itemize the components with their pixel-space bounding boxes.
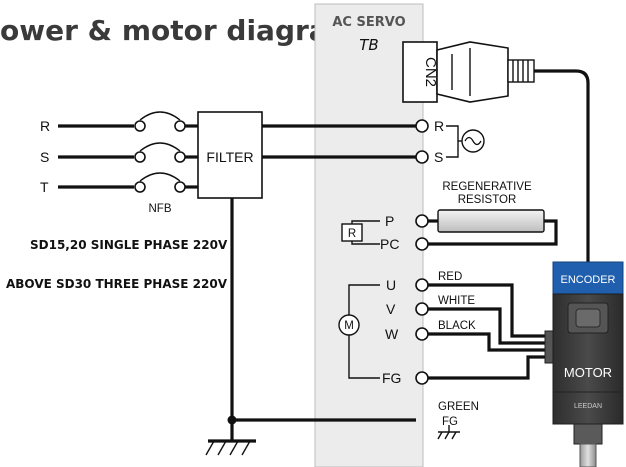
terminal-fg (415, 371, 429, 385)
terminal-s (415, 150, 429, 164)
cn2-connector (402, 41, 438, 103)
servo-model: TB (359, 36, 378, 54)
ground-icon (205, 439, 256, 456)
terminal-u (415, 278, 429, 292)
servo-motor: ENCODER MOTOR LEEDAN (544, 261, 624, 467)
breaker-contacts (58, 111, 198, 193)
wire-w-color: BLACK (438, 320, 476, 332)
input-s-label: S (40, 149, 49, 165)
wire-u (428, 283, 545, 338)
wire-u-color: RED (438, 271, 462, 283)
terminal-block (415, 119, 429, 385)
filter-block (197, 111, 263, 199)
wire-fg (428, 355, 545, 380)
encoder-cap (552, 261, 624, 295)
terminal-v (415, 302, 429, 316)
breaker-label: NFB (149, 203, 172, 215)
terminal-r (415, 119, 429, 133)
ground-wire-color: GREEN (438, 401, 479, 413)
note-three-phase: ABOVE SD30 THREE PHASE 220V (6, 277, 228, 291)
wire-v (428, 307, 545, 345)
ground-terminal-label: FG (442, 416, 458, 428)
terminal-r-label: R (434, 118, 444, 134)
regen-label-line2: RESISTOR (458, 194, 517, 206)
encoder-cable (534, 69, 590, 262)
servo-brand: AC SERVO (332, 15, 405, 30)
terminal-fg-label: FG (382, 370, 401, 386)
terminal-p-label: P (385, 213, 394, 229)
encoder-label: ENCODER (560, 274, 615, 286)
ac-source-icon (446, 125, 485, 158)
regen-resistor (437, 209, 545, 233)
wire-v-color: WHITE (438, 295, 475, 307)
regen-label-line1: REGENERATIVE (442, 181, 532, 193)
motor-brand: LEEDAN (574, 403, 602, 410)
terminal-pc-label: PC (380, 236, 399, 252)
terminal-w-label: W (385, 326, 399, 342)
internal-resistor: R (341, 220, 380, 245)
input-r-label: R (40, 118, 50, 134)
encoder-plug (436, 41, 535, 103)
motor-shaft (579, 443, 597, 467)
cn2-label: CN2 (422, 57, 439, 87)
input-t-label: T (40, 179, 49, 195)
terminal-p (415, 214, 429, 228)
terminal-s-label: S (434, 149, 443, 165)
note-single-phase: SD15,20 SINGLE PHASE 220V (30, 238, 228, 252)
terminal-pc (415, 237, 429, 251)
regen-wire-pc (428, 219, 558, 246)
filter-label: FILTER (206, 149, 253, 165)
page-title: ower & motor diagram (0, 14, 357, 47)
motor-symbol-label: M (344, 320, 354, 332)
terminal-u-label: U (386, 277, 396, 293)
internal-motor-symbol: M (338, 284, 380, 379)
terminal-v-label: V (386, 301, 396, 317)
ground-node (227, 415, 237, 425)
internal-resistor-symbol: R (348, 228, 356, 240)
ground-terminal-icon (437, 425, 460, 440)
terminal-w (415, 327, 429, 341)
wire-w (428, 332, 545, 352)
motor-label: MOTOR (564, 365, 612, 380)
